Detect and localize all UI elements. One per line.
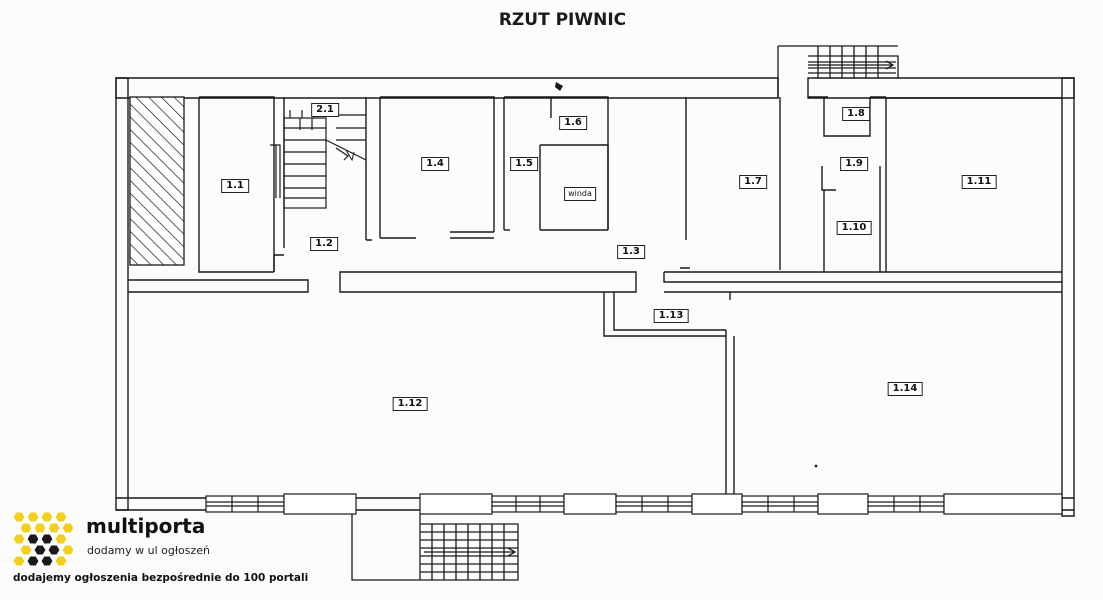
logo-name: multiporta — [86, 514, 206, 538]
bottom-stairs — [351, 514, 519, 581]
room-label-2-1: 2.1 — [311, 103, 339, 117]
room-label-1-12: 1.12 — [392, 397, 428, 411]
point-mark — [814, 464, 818, 468]
plan-title: RZUT PIWNIC — [498, 10, 627, 30]
top-stairs — [777, 45, 899, 78]
room-label-1-5: 1.5 — [510, 157, 538, 171]
logo-footer: dodajemy ogłoszenia bezpośrednie do 100 … — [13, 572, 309, 584]
room-label-1-6: 1.6 — [559, 116, 587, 130]
room-label-1-11: 1.11 — [961, 175, 997, 189]
room-label-1-2: 1.2 — [310, 237, 338, 251]
interior-walls — [128, 96, 1062, 496]
hatched-shaft — [129, 96, 185, 266]
room-label-1-10: 1.10 — [836, 221, 872, 235]
windows — [205, 493, 1063, 515]
room-label-1-9: 1.9 — [840, 157, 868, 171]
multiporta-logo: multiporta dodamy w ul ogłoszeń dodajemy… — [10, 510, 310, 590]
room-label-1-13: 1.13 — [653, 309, 689, 323]
room-label-1-4: 1.4 — [421, 157, 449, 171]
room-label-1-7: 1.7 — [739, 175, 767, 189]
logo-tagline: dodamy w ul ogłoszeń — [87, 544, 210, 557]
outer-walls — [115, 77, 1075, 517]
room-label-winda: winda — [564, 187, 596, 201]
stair-2-1 — [270, 110, 367, 209]
wall-mark — [555, 82, 563, 91]
room-label-1-3: 1.3 — [617, 245, 645, 259]
honeycomb-icon — [12, 511, 75, 566]
room-label-1-1: 1.1 — [221, 179, 249, 193]
stair-arrow — [345, 149, 355, 162]
room-label-1-8: 1.8 — [842, 107, 870, 121]
room-label-1-14: 1.14 — [887, 382, 923, 396]
